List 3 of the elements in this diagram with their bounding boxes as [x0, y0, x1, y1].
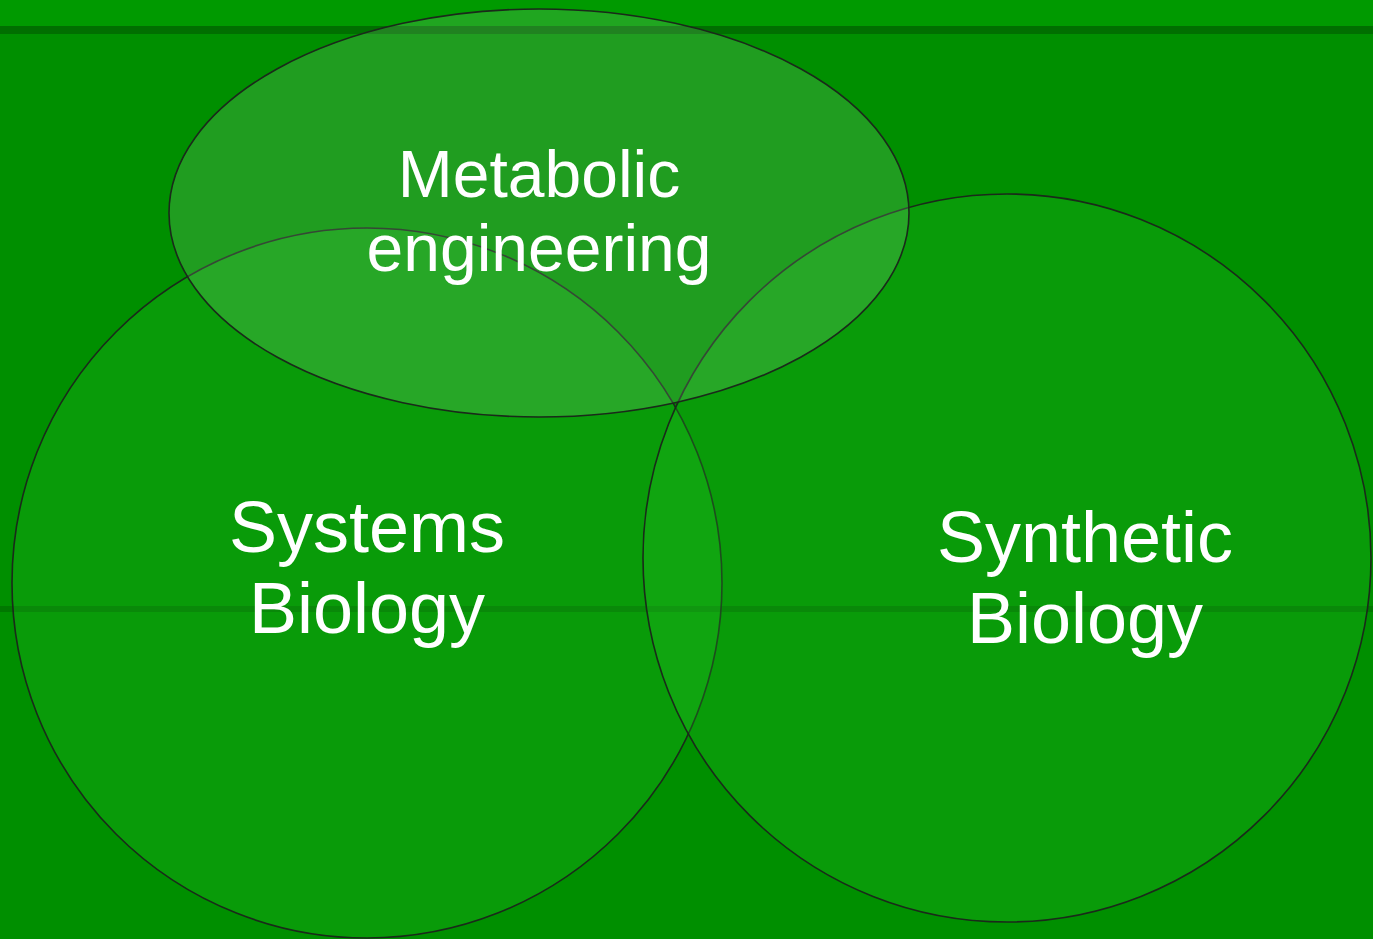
set-label: Metabolic engineering — [365, 138, 713, 286]
set-label: Systems Biology — [227, 487, 506, 649]
set-label: Synthetic Biology — [935, 497, 1235, 659]
